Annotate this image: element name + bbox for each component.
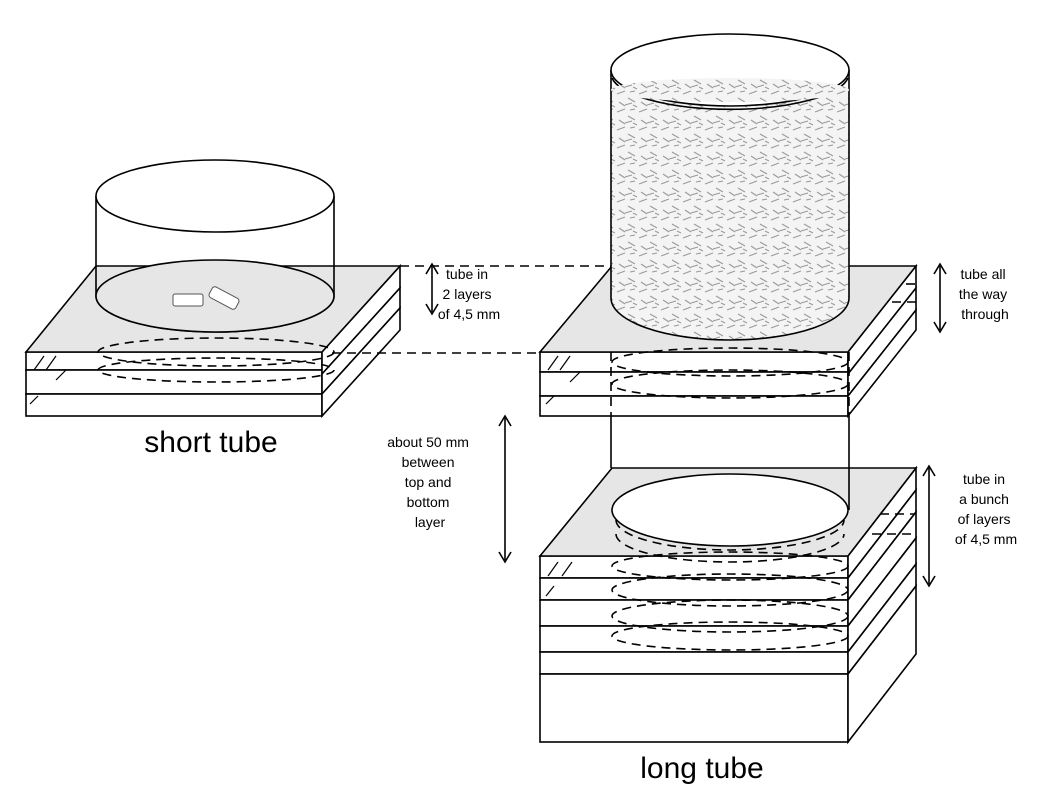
gap-note: about 50 mm between top and bottom layer [387, 434, 473, 530]
through-note: tube all the way through [959, 266, 1011, 322]
sample-chip [172, 293, 204, 307]
short-tube-note: tube in 2 layers of 4,5 mm [438, 266, 500, 322]
through-height-arrow [933, 262, 947, 334]
sample-chip [208, 286, 240, 310]
long-tube-filled-top [610, 33, 850, 341]
bunch-height-arrow [922, 464, 936, 588]
long-tube-assembly [538, 33, 918, 745]
bunch-note: tube in a bunch of layers of 4,5 mm [955, 471, 1017, 547]
short-tube-caption: short tube [144, 426, 277, 459]
short-tube-assembly [24, 159, 402, 419]
long-tube-caption: long tube [640, 752, 763, 785]
gap-height-arrow [498, 414, 512, 564]
short-tube-cylinder [95, 159, 335, 333]
long-tube-cylinder [610, 352, 850, 563]
short-tube-height-arrow [425, 262, 439, 316]
